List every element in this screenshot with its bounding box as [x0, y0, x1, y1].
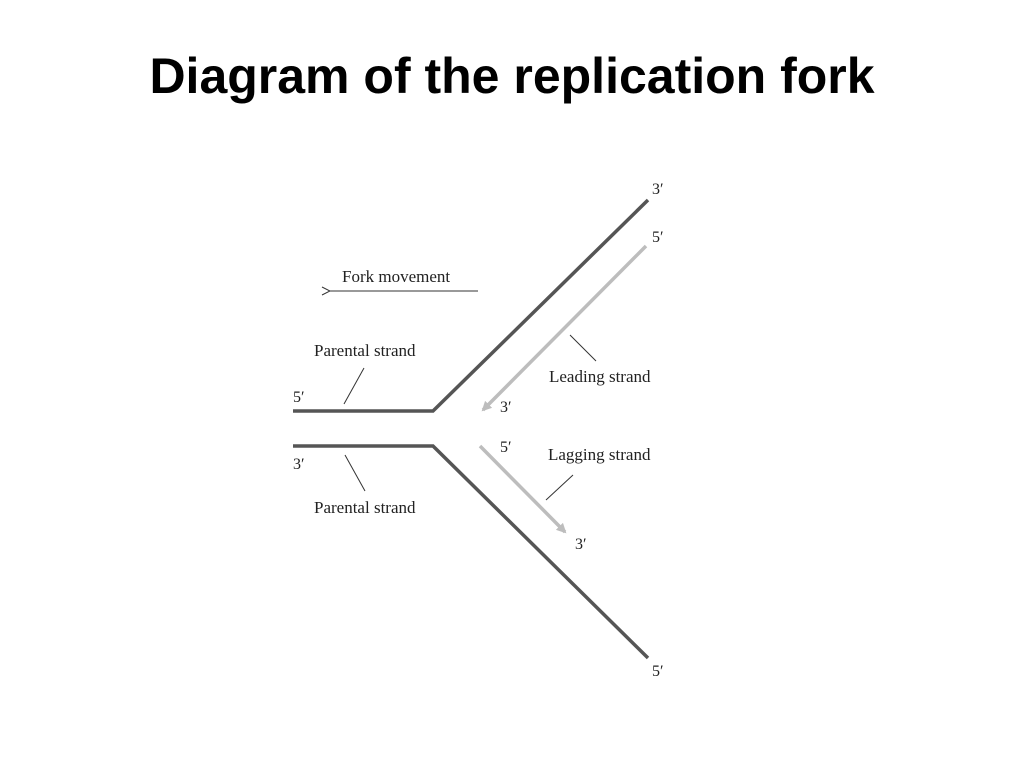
lagging-strand-leader: [545, 474, 574, 501]
bottom-parental-right-end: 5′: [652, 663, 664, 680]
top-parental-left-end: 5′: [293, 389, 305, 406]
lagging-strand-arrow: [478, 444, 567, 534]
leading-strand-label: Leading strand: [549, 367, 651, 386]
lagging-strand-end: 3′: [575, 536, 587, 553]
bottom-parental-left-end: 3′: [293, 456, 305, 473]
top-parental-strand: [293, 198, 650, 413]
leading-strand-start: 5′: [652, 229, 664, 246]
parental-strand-top-leader: [343, 367, 365, 405]
leading-strand-end: 3′: [500, 399, 512, 416]
bottom-parental-strand: [293, 444, 650, 660]
leading-strand-leader: [569, 334, 597, 362]
lagging-strand-start: 5′: [500, 439, 512, 456]
parental-strand-bottom-label: Parental strand: [314, 498, 416, 517]
slide-title: Diagram of the replication fork: [149, 48, 875, 104]
fork-movement-label: Fork movement: [342, 267, 450, 286]
top-parental-right-end: 3′: [652, 181, 664, 198]
lagging-strand-label: Lagging strand: [548, 445, 651, 464]
leading-strand-arrow: [481, 244, 648, 412]
parental-strand-bottom-leader: [344, 454, 366, 492]
parental-strand-top-label: Parental strand: [314, 341, 416, 360]
